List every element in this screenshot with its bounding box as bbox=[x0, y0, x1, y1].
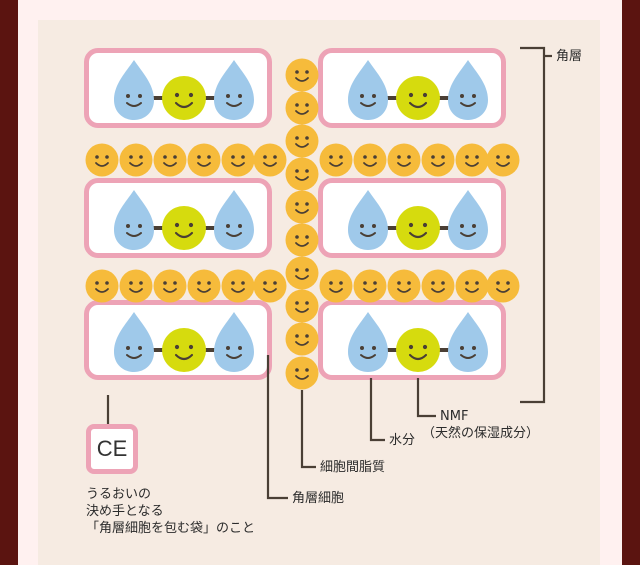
ce-box: CE bbox=[86, 424, 138, 474]
ce-label: CE bbox=[96, 436, 128, 461]
ce-note-line: うるおいの bbox=[86, 487, 152, 502]
stratum-corneum-label: 角層 bbox=[556, 49, 583, 64]
keratinocyte-label: 角層細胞 bbox=[292, 491, 345, 506]
nmf-label: NMF bbox=[440, 409, 469, 424]
nmf-sub-label: （天然の保湿成分） bbox=[422, 426, 540, 441]
ce-note-line: 決め手となる bbox=[86, 504, 164, 519]
ce-note: うるおいの 決め手となる 「角層細胞を包む袋」のこと bbox=[86, 486, 255, 537]
lipid-column bbox=[284, 57, 320, 391]
intercellular-lipid-label: 細胞間脂質 bbox=[320, 460, 386, 475]
leader-lines bbox=[106, 46, 552, 500]
ce-note-line: 「角層細胞を包む袋」のこと bbox=[86, 521, 256, 536]
water-label: 水分 bbox=[389, 433, 416, 448]
